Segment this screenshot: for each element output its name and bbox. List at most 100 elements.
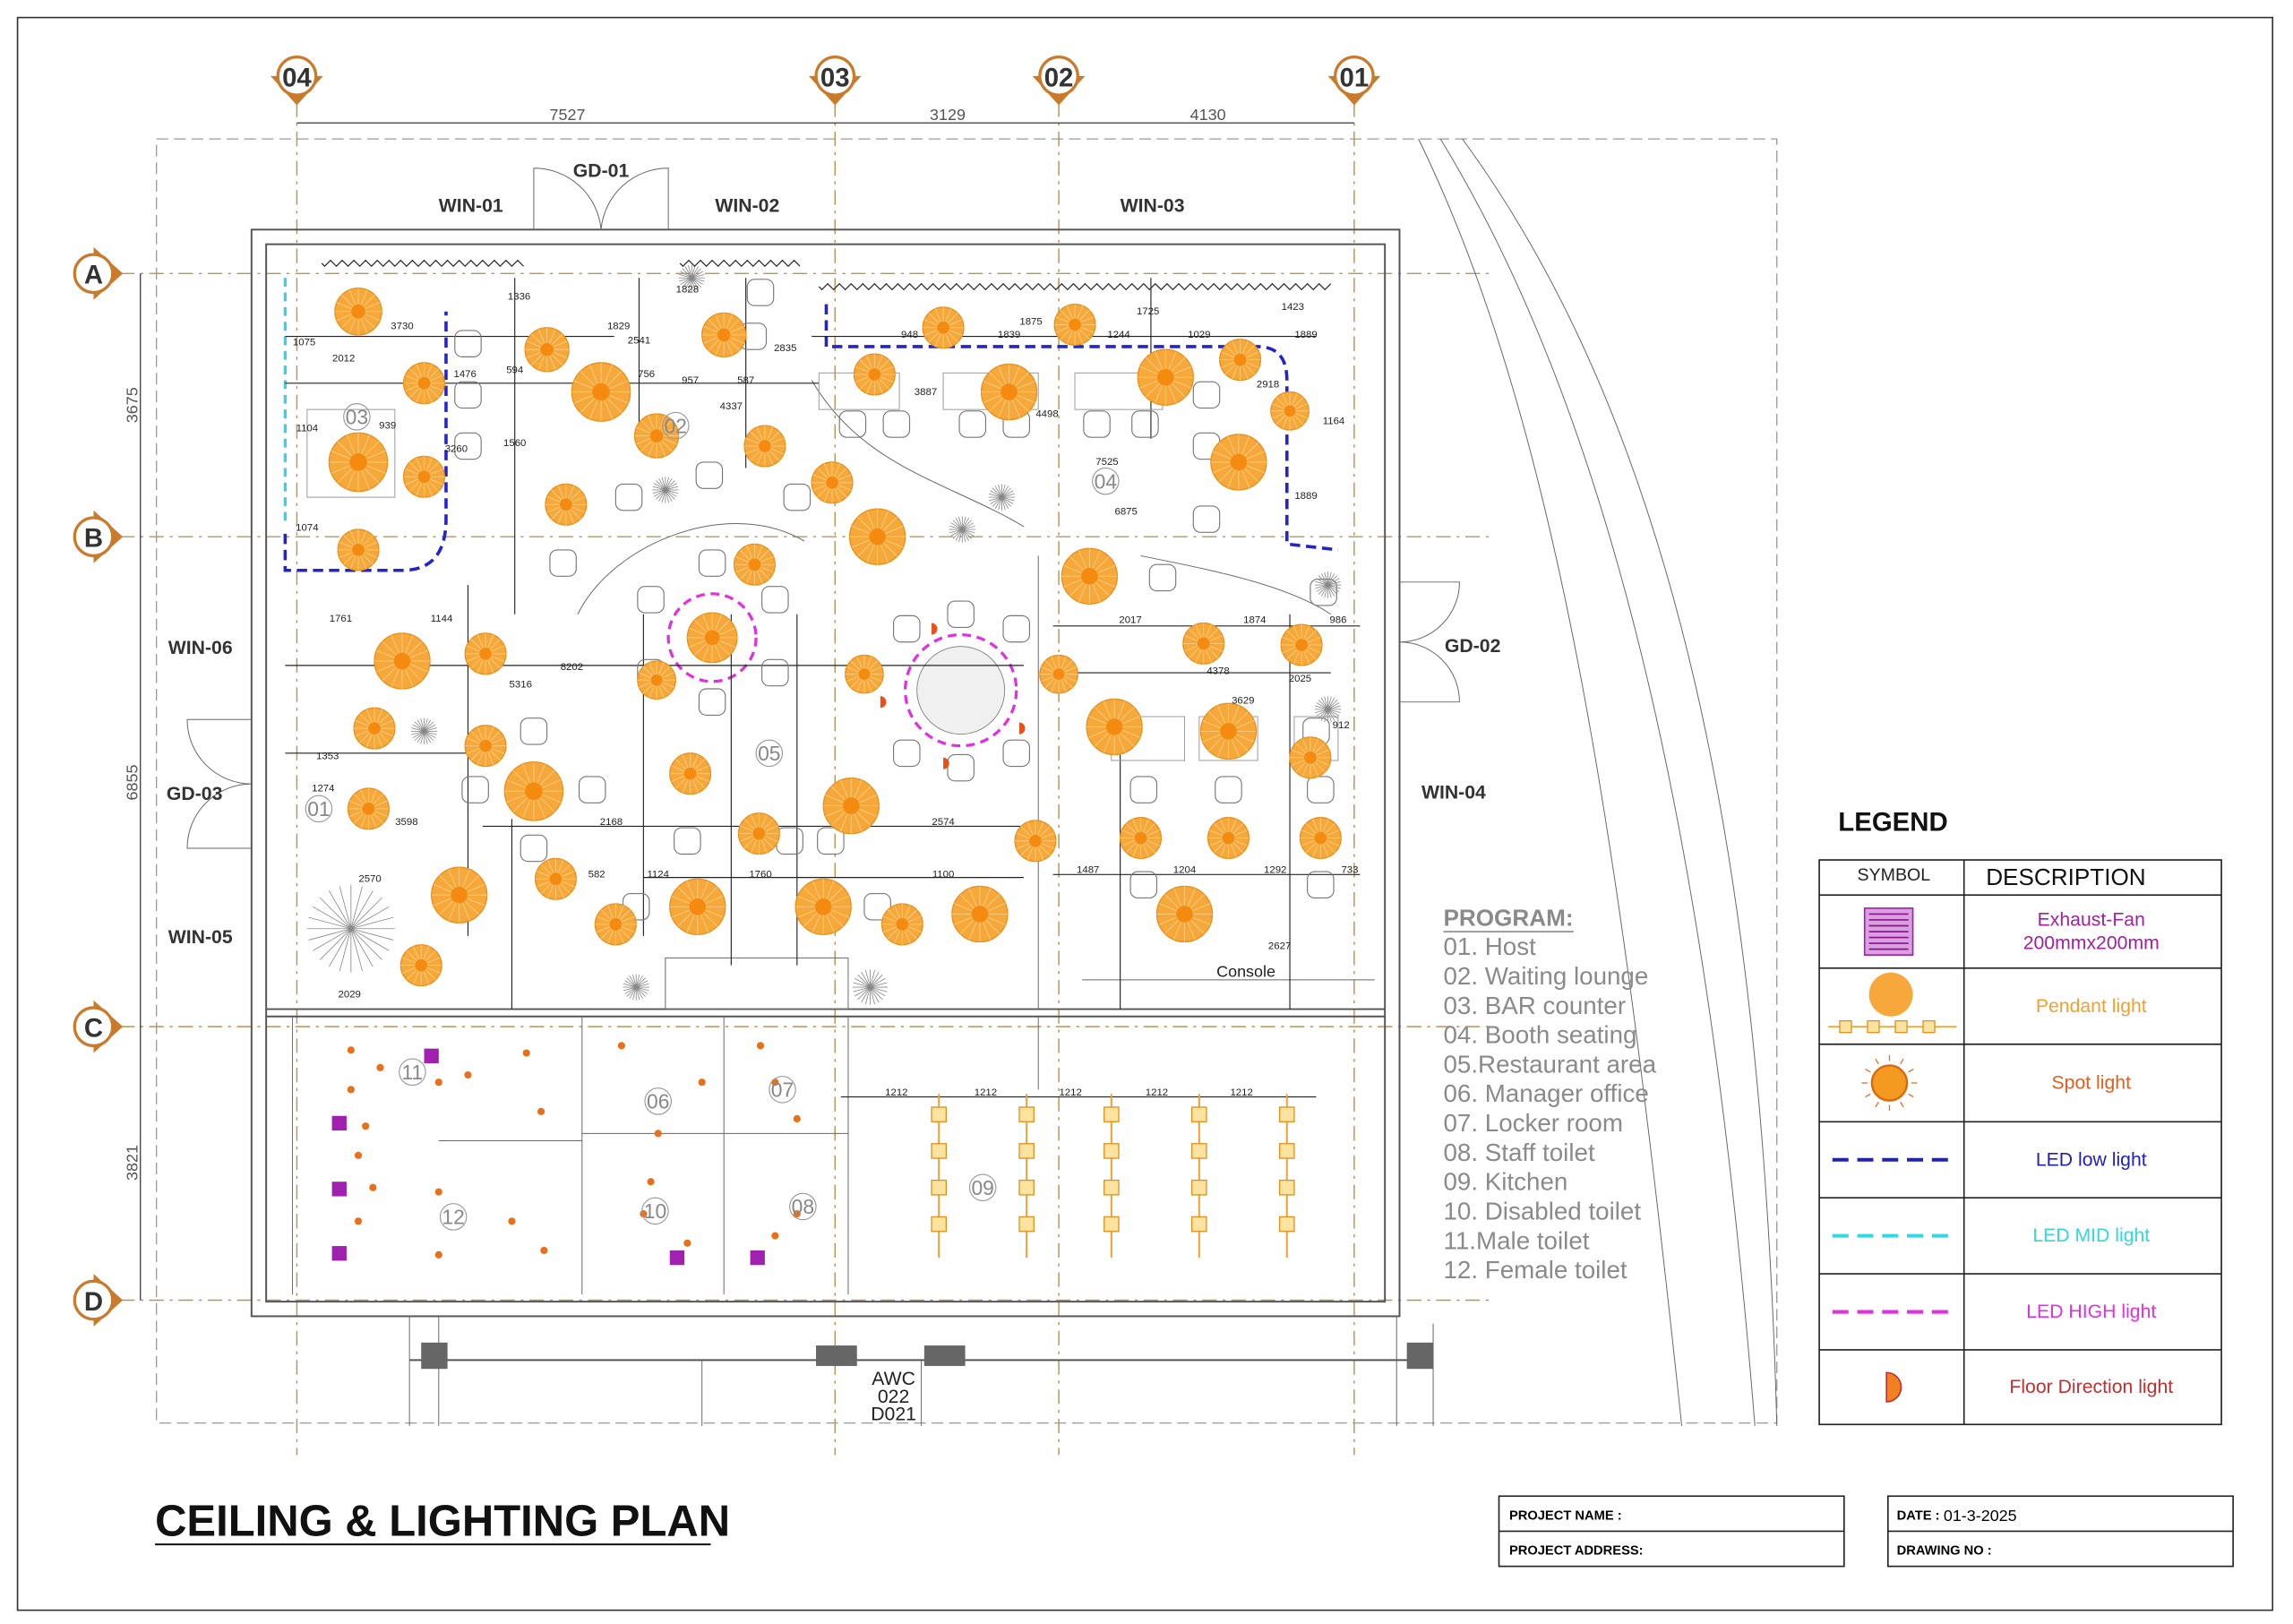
pendant-light-icon — [1039, 654, 1078, 694]
legend-label: Spot light — [2052, 1073, 2132, 1094]
dimension-label: 2029 — [339, 990, 361, 1001]
project-address-label: PROJECT ADDRESS: — [1509, 1544, 1644, 1559]
row-dimension-line: 3675 6855 3821 — [123, 273, 141, 1301]
opening-labels: WIN-01 GD-01 WIN-02 WIN-03 WIN-06 GD-03 … — [167, 161, 1500, 1425]
sheet-border — [16, 16, 2274, 1611]
spot-light-icon — [376, 1063, 384, 1071]
spot-light-icon — [369, 1183, 377, 1191]
legend-label: LED MID light — [2032, 1225, 2150, 1246]
pendant-light-icon — [1199, 702, 1258, 760]
plant — [678, 264, 705, 291]
grid-bubble-row-B: B — [73, 510, 124, 563]
kitchen-pendant-rail — [1190, 1094, 1207, 1259]
label-win-02: WIN-02 — [715, 196, 779, 217]
room-number-09: 09 — [968, 1173, 997, 1202]
pendant-light-icon — [669, 878, 726, 935]
floor-direction-light-icon — [932, 623, 938, 635]
dimension-label: 1212 — [975, 1087, 997, 1098]
column-dimension-line: 7527 3129 4130 — [296, 106, 1354, 124]
chair — [695, 461, 724, 489]
dimension-label: 939 — [379, 420, 396, 431]
dimension-label: 986 — [1329, 615, 1346, 626]
room-number-label: 02 — [665, 414, 687, 437]
dimension-label: 7525 — [1095, 457, 1118, 468]
date-label: DATE : — [1897, 1508, 1940, 1523]
grid-column-label: 03 — [820, 63, 850, 92]
kitchen-pendant-rail — [1104, 1094, 1120, 1259]
kitchen-pendant-rail — [931, 1094, 948, 1259]
grid-bubble-col-03: 03 — [808, 56, 862, 106]
pendant-light-icon — [430, 866, 488, 924]
legend-row-spot-light: Spot light — [1819, 1043, 2222, 1112]
dimension-label: 1292 — [1264, 865, 1286, 876]
grid-column-label: 02 — [1044, 63, 1074, 92]
spot-light-icon — [537, 1107, 545, 1115]
pendant-light-icon — [1270, 391, 1310, 431]
chair — [947, 600, 975, 628]
pendant-light-icon — [1299, 817, 1342, 860]
pendant-light-icon — [1219, 339, 1262, 382]
site-boundary — [156, 138, 1778, 1424]
pendant-light-icon — [1207, 817, 1250, 860]
chair — [1148, 563, 1177, 592]
dimension-label: 1560 — [503, 438, 526, 449]
dimension-label: 1889 — [1294, 330, 1317, 340]
led-high-ring-2 — [904, 632, 1018, 748]
chair — [817, 827, 845, 855]
label-win-04: WIN-04 — [1421, 782, 1486, 803]
room-number-label: 07 — [771, 1078, 794, 1102]
dim-c-d: 3821 — [123, 1145, 141, 1181]
room-number-label: 04 — [1095, 469, 1118, 493]
pendant-light-icon — [1182, 622, 1225, 665]
legend-row-floor-direction-light: Floor Direction light — [1819, 1349, 2222, 1403]
dimension-label: 1212 — [1146, 1087, 1168, 1098]
pendant-light-icon — [524, 327, 570, 373]
chair — [674, 827, 701, 855]
spot-light-icon — [354, 1151, 363, 1159]
dimension-label: 1074 — [296, 523, 319, 534]
pendant-light-icon — [328, 432, 389, 493]
project-name-label: PROJECT NAME : — [1509, 1508, 1622, 1523]
dimension-label: 1104 — [296, 424, 319, 434]
dimension-label: 1144 — [431, 614, 453, 624]
dimension-label: 2012 — [332, 353, 355, 364]
grid-bubble-row-D: D — [73, 1274, 124, 1327]
chair — [698, 549, 726, 577]
chair — [1192, 505, 1221, 533]
pendant-light-icon — [853, 353, 896, 396]
legend-label: Floor Direction light — [2009, 1377, 2173, 1397]
legend-label-size: 200mmx200mm — [2023, 933, 2160, 954]
dimension-label: 1839 — [998, 330, 1020, 340]
spot-light-icon — [793, 1210, 801, 1218]
drawing-no-label: DRAWING NO : — [1897, 1544, 1992, 1559]
pendant-light-icon — [848, 508, 906, 565]
chair — [1002, 739, 1030, 768]
dimension-label: 6875 — [1114, 507, 1137, 518]
exhaust-fan-icon — [331, 1181, 347, 1197]
grid-column-label: 04 — [282, 63, 312, 92]
chair — [578, 776, 606, 803]
floor-direction-light-icon — [880, 696, 887, 709]
exhaust-fan-icon — [424, 1048, 439, 1063]
chair — [454, 432, 482, 460]
label-door-d021: D021 — [871, 1404, 916, 1424]
exhaust-fan-icon — [331, 1246, 347, 1261]
program-item: 01. Host — [1443, 932, 1536, 960]
pendant-light-icon — [571, 362, 631, 422]
spot-light-icon — [683, 1239, 691, 1247]
grid-bubble-col-01: 01 — [1327, 56, 1381, 106]
pendant-light-icon — [1061, 547, 1119, 605]
dimension-label: 1828 — [676, 285, 699, 296]
dimension-label: 957 — [682, 375, 699, 386]
floor-direction-light-icon — [943, 757, 949, 769]
pendant-light-icon — [794, 878, 852, 935]
dim-b-c: 6855 — [123, 765, 141, 801]
dimension-label: 2574 — [932, 817, 955, 828]
spot-light-icon — [540, 1246, 548, 1255]
dimension-label: 1725 — [1137, 306, 1159, 317]
program-item: 09. Kitchen — [1443, 1168, 1567, 1196]
room-number-10: 10 — [641, 1197, 669, 1225]
